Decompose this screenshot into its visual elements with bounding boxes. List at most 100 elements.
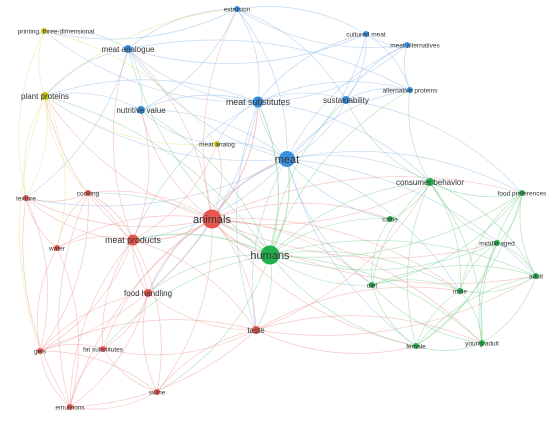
edge-texture-emulsions [22,197,71,408]
edge-adult-young-adult [481,275,537,344]
edge-meat-male [286,158,461,292]
node-sustainability[interactable] [342,96,350,104]
node-layer [23,6,539,410]
node-taste[interactable] [252,326,260,334]
node-plant-proteins[interactable] [41,92,49,100]
node-label-taste: taste [247,326,265,335]
edge-extrusion-meat-analogue [127,8,238,50]
edge-food-preferences-female [415,192,523,347]
edge-gels-emulsions [39,350,71,408]
edge-consumer-behavior-male [429,181,461,292]
node-gels[interactable] [37,348,43,354]
edge-animals-male [211,217,461,292]
edge-humans-female [269,254,417,347]
edge-humans-adult [269,240,537,277]
node-food-handling[interactable] [144,289,152,297]
node-meat-products[interactable] [127,234,139,246]
node-label-humans: humans [250,250,290,262]
edge-meat-analogue-printing [43,29,129,50]
edge-animals-middle-aged [211,218,498,259]
node-printing[interactable] [41,28,47,34]
edge-animals-food-handling [147,218,213,294]
edge-taste-swine [156,329,257,393]
edge-taste-male [255,286,461,331]
node-label-nutritive-value: nutritive value [116,106,166,115]
edge-food-preferences-middle-aged [496,192,523,244]
edge-plant-proteins-printing [38,30,46,97]
edge-texture-gels [25,197,49,352]
edge-taste-young-adult [255,315,483,344]
node-humans[interactable] [260,245,280,265]
edge-meat-substitutes-printing [43,30,259,103]
edge-food-handling-swine [142,292,158,393]
node-young-adult[interactable] [479,340,485,346]
node-label-meat-analog: meat analog [199,141,235,148]
edge-consumer-behavior-alternative-proteins [408,89,431,183]
edge-extrusion-nutritive-value [140,8,238,111]
node-alternative-proteins[interactable] [407,87,413,93]
node-consumer-behavior[interactable] [426,178,434,186]
edge-nutritive-value-plant-proteins [44,92,142,111]
edge-humans-meat-substitutes [257,101,279,256]
node-meat-alternatives[interactable] [404,42,410,48]
node-label-meat: meat [275,154,299,166]
node-female[interactable] [413,343,419,349]
node-diet[interactable] [369,282,375,288]
edge-male-young-adult [459,290,483,344]
node-cattle[interactable] [387,216,393,222]
node-label-meat-analogue: meat analogue [102,45,155,54]
edge-humans-diet [269,254,373,286]
node-label-meat-alternatives: meat alternatives [390,42,440,49]
edge-meat-substitutes-taste [236,101,259,331]
node-label-consumer-behavior: consumer behavior [396,178,464,187]
edge-gels-fat-substitutes [39,343,104,352]
edge-consumer-behavior-sustainability [345,99,431,183]
node-middle-aged[interactable] [494,240,500,246]
edge-meat-products-swine [132,239,162,393]
edge-meat-cultured-meat [286,33,367,160]
edge-cooking-gels [39,192,89,352]
node-label-male: male [453,288,467,295]
edge-adult-male [459,275,537,293]
node-swine[interactable] [154,389,160,395]
node-animals[interactable] [202,209,222,229]
edge-humans-sustainability [269,99,347,256]
node-extrusion[interactable] [234,6,240,12]
node-cultured-meat[interactable] [363,31,369,37]
node-meat-analogue[interactable] [124,45,132,53]
node-fat-substitutes[interactable] [100,346,106,352]
edge-swine-gels [39,350,158,393]
edge-humans-cattle [269,218,391,256]
node-adult[interactable] [533,273,539,279]
node-water[interactable] [54,245,60,251]
node-meat[interactable] [279,151,295,167]
edge-animals-gels [39,218,213,352]
node-nutritive-value[interactable] [137,106,145,114]
edge-meat-nutritive-value [140,109,288,160]
edge-sustainability-meat-alternatives [345,44,408,101]
edge-water-gels [36,247,58,352]
edge-animals-adult [211,218,537,284]
edge-animals-water [56,215,213,249]
edge-meat-female [286,158,417,347]
edge-meat-meat-substitutes [257,101,288,160]
edge-nutritive-value-meat-analog [140,109,218,145]
node-meat-analog[interactable] [214,141,220,147]
node-food-preferences[interactable] [519,190,525,196]
edge-food-handling-fat-substitutes [102,292,149,350]
node-emulsions[interactable] [67,404,73,410]
edge-humans-alternative-proteins [269,89,411,256]
node-male[interactable] [457,288,463,294]
edge-animals-consumer-behavior [211,181,431,225]
node-texture[interactable] [23,195,29,201]
edge-adult-female [415,275,537,347]
node-meat-substitutes[interactable] [252,96,264,108]
edge-meat-analog-meat-products [132,143,218,241]
node-cooking[interactable] [85,190,91,196]
edge-meat-substitutes-meat-analogue [127,48,259,103]
edge-humans-meat [269,158,290,256]
edge-layer [18,6,537,410]
edge-meat-alternatives-alternative-proteins [403,44,411,91]
node-label-emulsions: emulsions [55,404,85,411]
